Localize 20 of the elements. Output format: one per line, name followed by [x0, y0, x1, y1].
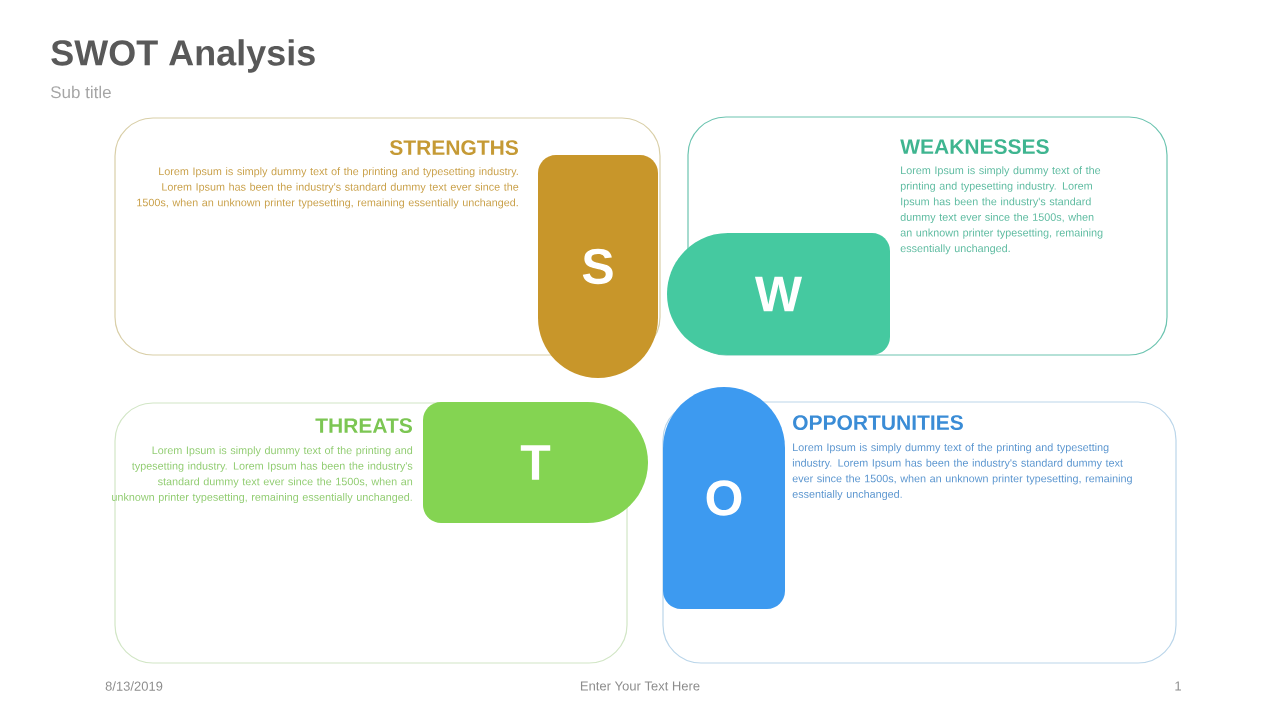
panel-text: Lorem Ipsum is simply dummy text of the printing and typesetting industry. Lorem Ipsum has been the industry's standard dummy text ever since the 1500s, when an unknown printer typesetting, remaining essentially unchanged. [792, 443, 1132, 501]
letter-tab: W [667, 233, 890, 355]
rounded-panel [114, 117, 661, 356]
panel-text: Lorem Ipsum is simply dummy text of the printing and typesetting industry. Lorem Ipsum has been the industry's standard dummy text ever since the 1500s, when an unknown printer typesetting, remaining essentially unchanged. [137, 167, 519, 209]
page-number: 1 [1175, 681, 1181, 691]
rounded-panel [662, 401, 1177, 664]
title: SWOT Analysis [51, 39, 315, 73]
panel-heading: OPPORTUNITIES [793, 415, 963, 431]
footer-text: Enter Your Text Here [580, 681, 700, 691]
panel-heading: THREATS [315, 418, 412, 434]
letter-tab: O [663, 387, 785, 609]
subtitle: Sub title [50, 85, 111, 99]
panel-heading: WEAKNESSES [900, 139, 1049, 155]
rounded-panel [687, 116, 1168, 356]
footer-date: 8/13/2019 [105, 681, 163, 691]
panel-heading: STRENGTHS [389, 140, 518, 156]
panel-text: Lorem Ipsum is simply dummy text of the printing and typesetting industry. Lorem Ipsum has been the industry's standard dummy text ever since the 1500s, when an unknown printer typesetting, remaining essentially unchanged. [112, 446, 413, 504]
panel-text: Lorem Ipsum is simply dummy text of the printing and typesetting industry. Lorem Ipsum has been the industry's standard dummy text ever since the 1500s, when an unknown printer typesetting, remaining essentially unchanged. [900, 166, 1103, 255]
letter-tab: S [538, 155, 658, 378]
letter-tab: T [423, 402, 648, 523]
